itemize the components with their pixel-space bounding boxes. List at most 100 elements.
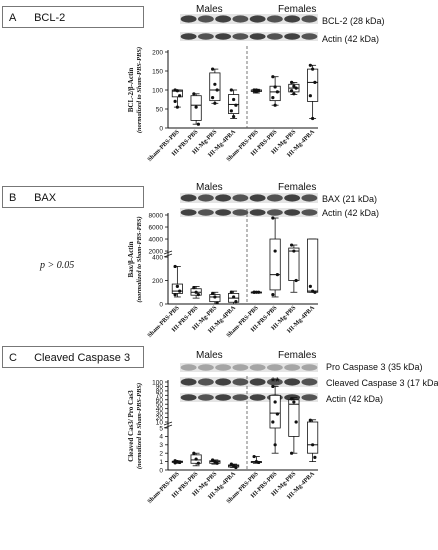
panel-b-letter: B bbox=[9, 192, 17, 204]
panel-a-data-point bbox=[213, 82, 217, 86]
panel-a-box bbox=[209, 72, 221, 102]
panel-c-blot-band bbox=[301, 394, 318, 401]
panel-a-data-point bbox=[254, 90, 258, 94]
panel-a-data-point bbox=[211, 67, 215, 71]
panel-b-y-tick-label: 200 bbox=[152, 278, 163, 285]
panel-a-blot-band bbox=[197, 33, 214, 40]
panel-a-data-point bbox=[232, 115, 236, 119]
panel-c-data-point bbox=[313, 455, 317, 459]
panel-a-data-point bbox=[175, 105, 179, 109]
panel-c-data-point bbox=[252, 454, 256, 459]
panel-b-blot-band bbox=[249, 194, 266, 202]
panel-b-data-point bbox=[215, 301, 219, 305]
panel-c-data-point bbox=[257, 460, 261, 465]
panel-c-y-tick-label: 2 bbox=[159, 451, 163, 458]
panel-b-data-point bbox=[273, 249, 277, 253]
panel-b-data-point bbox=[275, 273, 279, 277]
panel-c-x-tick-label: Sham-PBS-PBS bbox=[146, 470, 181, 505]
panel-a-y-tick-label: 150 bbox=[152, 68, 163, 75]
panel-c-y-tick-label: 3 bbox=[159, 442, 163, 449]
panel-c-blot-band bbox=[249, 378, 266, 386]
panel-c-y-tick-label: 1 bbox=[159, 459, 163, 466]
panel-c-y-label: Cleaved Cas3/ Pro Cas3 bbox=[127, 390, 135, 462]
panel-a-y-tick-label: 200 bbox=[152, 49, 163, 56]
panel-a-data-point bbox=[271, 96, 275, 100]
panel-b-box bbox=[288, 247, 300, 281]
panel-c-data-point bbox=[196, 461, 200, 465]
panel-c-blot-band bbox=[266, 378, 283, 386]
panel-c-band-actin: Actin (42 kDa) bbox=[326, 394, 384, 404]
panel-c-y-tick-label: 5 bbox=[159, 425, 163, 432]
panel-b-data-point bbox=[192, 285, 196, 290]
panel-c-data-point bbox=[308, 418, 312, 422]
panel-b-data-point bbox=[290, 243, 294, 247]
panel-a-letter: A bbox=[9, 12, 17, 24]
panel-b-blot-band bbox=[180, 194, 197, 202]
panel-b-data-point bbox=[294, 278, 298, 283]
panel-b-y-tick-label: 6000 bbox=[149, 224, 164, 231]
panel-a-blot-band bbox=[249, 15, 266, 23]
panel-a-blot-band bbox=[180, 15, 197, 23]
panel-a-data-point bbox=[273, 103, 277, 107]
panel-c-blot-band bbox=[180, 394, 197, 401]
panel-c-blot-band bbox=[180, 378, 197, 386]
panel-b-title: BAX bbox=[34, 192, 57, 204]
panel-b-blot-row-1 bbox=[180, 208, 318, 217]
panel-c-y-tick-label: 30 bbox=[156, 410, 164, 417]
panel-b-x-tick-label: Sham-PBS-PBS bbox=[146, 304, 181, 339]
panel-c-y-tick-label: 50 bbox=[156, 402, 164, 409]
panel-b-data-point bbox=[175, 284, 179, 288]
panel-a-y-tick-label: 50 bbox=[156, 106, 164, 113]
panel-b-data-point bbox=[178, 289, 182, 293]
panel-a-data-point bbox=[311, 116, 315, 121]
panel-a-data-point bbox=[196, 122, 200, 126]
panel-b-males-label: Males bbox=[196, 182, 223, 193]
panel-a-data-point bbox=[229, 88, 233, 92]
panel-a-data-point bbox=[271, 75, 275, 79]
panel-a-data-point bbox=[292, 84, 296, 88]
panel-c-males-label: Males bbox=[196, 350, 223, 361]
panel-c-blot-row-2 bbox=[180, 393, 318, 402]
panel-b-y-tick-label: 8000 bbox=[149, 212, 164, 219]
panel-a-blot-band bbox=[284, 33, 301, 40]
panel-c-band-cleavedcas3: Cleaved Caspase 3 (17 kDa) bbox=[326, 378, 438, 388]
panel-c-blot-row-0 bbox=[180, 363, 318, 372]
panel-c-data-point bbox=[311, 443, 315, 447]
panel-a-blot-band bbox=[266, 15, 283, 23]
panel-b-box bbox=[171, 283, 183, 294]
panel-b-y-label-sub: (normalized to Sham-PBS-PBS) bbox=[136, 216, 143, 302]
panel-a-data-point bbox=[308, 63, 312, 67]
panel-a-blot-band bbox=[301, 15, 318, 23]
panel-b-box bbox=[269, 238, 281, 291]
panel-b-females-label: Females bbox=[278, 182, 317, 193]
panel-b-data-point bbox=[308, 284, 312, 288]
panel-c-blot-band bbox=[249, 394, 266, 401]
panel-c-box bbox=[307, 421, 319, 454]
panel-a-blot-band bbox=[301, 33, 318, 40]
panel-c-y-tick-label: 60 bbox=[156, 397, 164, 404]
panel-a-data-point bbox=[234, 103, 238, 107]
panel-b-blot-band bbox=[180, 209, 197, 216]
panel-b-data-point bbox=[196, 293, 200, 297]
panel-a-blot-band bbox=[232, 15, 249, 23]
panel-c-data-point bbox=[273, 443, 277, 447]
panel-b-blot-band bbox=[197, 194, 214, 202]
panel-a-data-point bbox=[175, 89, 179, 93]
panel-b-blot-band bbox=[266, 194, 283, 202]
panel-c-data-point bbox=[192, 451, 196, 455]
panel-a-title: BCL-2 bbox=[34, 12, 66, 24]
panel-c-y-tick-label: 70 bbox=[156, 393, 164, 400]
panel-c-blot-band bbox=[215, 394, 232, 401]
panel-a-data-point bbox=[290, 80, 294, 84]
panel-a-data-point bbox=[192, 92, 196, 96]
panel-a-data-point bbox=[313, 80, 317, 84]
panel-c-data-point bbox=[290, 451, 294, 455]
panel-c-data-point bbox=[178, 460, 182, 465]
panel-a-y-tick-label: 100 bbox=[152, 87, 163, 94]
panel-b-band-bax: BAX (21 kDa) bbox=[322, 194, 378, 204]
panel-a-header: A BCL-2 bbox=[2, 6, 144, 28]
panel-a-data-point bbox=[292, 92, 296, 96]
panel-c-data-point bbox=[273, 400, 277, 404]
panel-c-title: Cleaved Caspase 3 bbox=[34, 352, 131, 364]
panel-a-females-label: Females bbox=[278, 4, 317, 15]
